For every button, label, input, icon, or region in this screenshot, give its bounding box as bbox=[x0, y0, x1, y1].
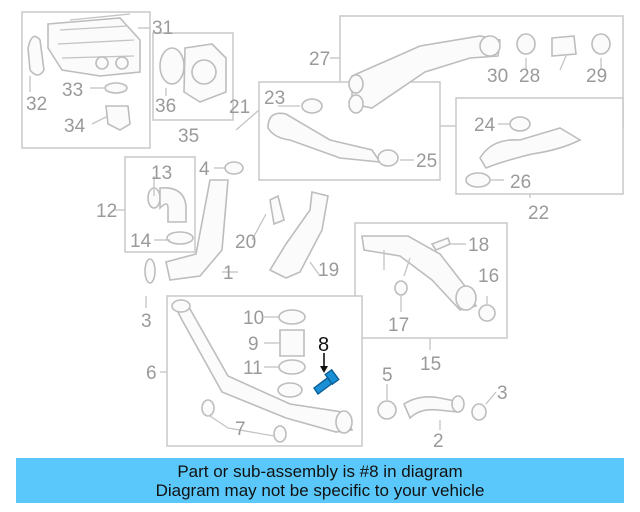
callout-1: 1 bbox=[223, 263, 234, 284]
bolt-8-highlighted bbox=[313, 368, 340, 396]
callout-28: 28 bbox=[519, 66, 540, 87]
gasket-right-part bbox=[471, 403, 487, 421]
hose-9-part bbox=[279, 329, 305, 357]
callout-14: 14 bbox=[130, 231, 152, 252]
seal-16-part bbox=[478, 304, 496, 322]
arrow-8 bbox=[320, 366, 328, 373]
bracket-20-part bbox=[269, 194, 285, 226]
bushing-17-part bbox=[394, 280, 408, 296]
callout-3b: 3 bbox=[497, 383, 508, 404]
clamp-4-part bbox=[224, 161, 244, 175]
callout-32: 32 bbox=[26, 94, 47, 115]
clamp-upper-part bbox=[451, 395, 465, 413]
callout-22: 22 bbox=[528, 203, 549, 224]
callout-3: 3 bbox=[141, 311, 152, 332]
intake-manifold-part bbox=[47, 13, 141, 77]
callout-9: 9 bbox=[248, 334, 259, 355]
callout-12: 12 bbox=[96, 201, 117, 222]
gasket-36-part bbox=[159, 47, 185, 85]
callout-20: 20 bbox=[235, 232, 256, 253]
clamp-26-part bbox=[465, 172, 491, 188]
callout-17: 17 bbox=[388, 315, 409, 336]
pipe-15-part bbox=[361, 235, 478, 311]
callout-11: 11 bbox=[243, 358, 263, 379]
hose-22-part bbox=[479, 127, 582, 170]
banner-line-1: Part or sub-assembly is #8 in diagram bbox=[177, 461, 463, 481]
callout-18: 18 bbox=[468, 235, 489, 256]
hose-2-part bbox=[402, 396, 461, 420]
callout-29: 29 bbox=[586, 66, 607, 87]
clamp-11-part bbox=[278, 359, 306, 375]
callout-10: 10 bbox=[243, 308, 264, 329]
callout-30: 30 bbox=[487, 66, 508, 87]
clamp-29-part bbox=[591, 33, 611, 55]
callout-34: 34 bbox=[64, 116, 86, 137]
pipe-6-part bbox=[171, 299, 354, 434]
callout-7: 7 bbox=[235, 419, 246, 440]
callout-25: 25 bbox=[416, 151, 437, 172]
info-banner: Part or sub-assembly is #8 in diagram Di… bbox=[16, 458, 624, 503]
clamp-25-part bbox=[377, 149, 399, 167]
callout-27: 27 bbox=[309, 49, 330, 70]
callout-4: 4 bbox=[199, 159, 210, 180]
charge-pipe-27-part bbox=[348, 35, 501, 114]
clamp-10-part bbox=[278, 309, 306, 325]
bushing-7a-part bbox=[201, 399, 215, 417]
hose-21-part bbox=[267, 112, 382, 163]
pipe-19-part bbox=[268, 191, 329, 279]
clamp-30-part bbox=[516, 33, 536, 55]
hose-28-part bbox=[551, 35, 577, 57]
callout-8-highlighted: 8 bbox=[318, 334, 329, 356]
callout-15: 15 bbox=[420, 354, 441, 375]
callout-26: 26 bbox=[510, 172, 531, 193]
callout-labels: 31 32 33 34 36 35 21 23 25 27 30 28 29 2… bbox=[26, 18, 607, 452]
callout-31: 31 bbox=[152, 18, 173, 39]
clamp-5-part bbox=[377, 400, 397, 420]
callout-33: 33 bbox=[62, 80, 83, 101]
banner-line-2: Diagram may not be specific to your vehi… bbox=[155, 480, 485, 500]
callout-24: 24 bbox=[474, 115, 496, 136]
callout-6: 6 bbox=[146, 363, 157, 384]
callout-21: 21 bbox=[229, 97, 250, 118]
callout-19: 19 bbox=[318, 260, 339, 281]
leader-lines bbox=[29, 27, 602, 437]
clamp-14-part bbox=[166, 231, 194, 245]
clamp-24-part bbox=[509, 116, 531, 132]
callout-16: 16 bbox=[478, 266, 499, 287]
throttle-body-part bbox=[183, 43, 227, 103]
gasket-3-part bbox=[144, 258, 156, 284]
manifold-gasket-part bbox=[27, 35, 45, 76]
callout-35: 35 bbox=[178, 126, 199, 147]
bushing-7b-part bbox=[273, 425, 287, 443]
callout-36: 36 bbox=[155, 96, 176, 117]
callout-2: 2 bbox=[433, 431, 444, 452]
hose-12-part bbox=[159, 187, 187, 223]
callout-5: 5 bbox=[382, 365, 393, 386]
hose-1-part bbox=[165, 179, 229, 281]
sensor-34-part bbox=[105, 105, 131, 131]
callout-13: 13 bbox=[151, 163, 172, 184]
o-ring-33-part bbox=[104, 82, 128, 94]
callout-23: 23 bbox=[264, 88, 285, 109]
clamp-23-part bbox=[301, 98, 323, 114]
